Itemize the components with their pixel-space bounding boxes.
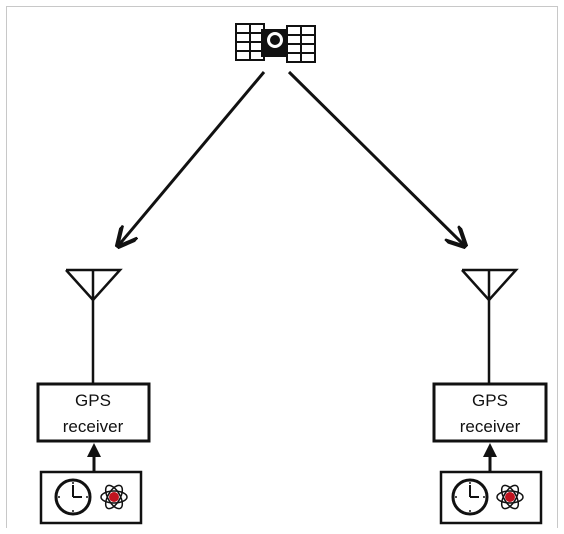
antenna-icon xyxy=(461,268,519,384)
receiver-label-line2: receiver xyxy=(460,417,521,436)
clock-icon xyxy=(54,478,92,516)
gps-receiver-box xyxy=(36,382,151,443)
frame-right xyxy=(557,6,558,528)
station-left: GPS receiver xyxy=(36,268,151,525)
clock-icon xyxy=(451,478,489,516)
signal-arrow-right xyxy=(287,70,465,246)
receiver-label-line1: GPS xyxy=(472,391,508,410)
reference-arrowhead xyxy=(483,443,497,457)
atom-icon xyxy=(100,484,128,510)
antenna-icon xyxy=(65,268,123,384)
satellite-icon xyxy=(235,23,316,63)
station-right: GPS receiver xyxy=(432,268,548,525)
gps-receiver-box xyxy=(432,382,548,443)
reference-arrowhead xyxy=(87,443,101,457)
frame-left xyxy=(6,6,7,528)
signal-arrow-left xyxy=(118,71,266,246)
receiver-label-line2: receiver xyxy=(63,417,124,436)
frame-top xyxy=(6,6,558,7)
atom-icon xyxy=(496,484,524,510)
receiver-label-line1: GPS xyxy=(75,391,111,410)
